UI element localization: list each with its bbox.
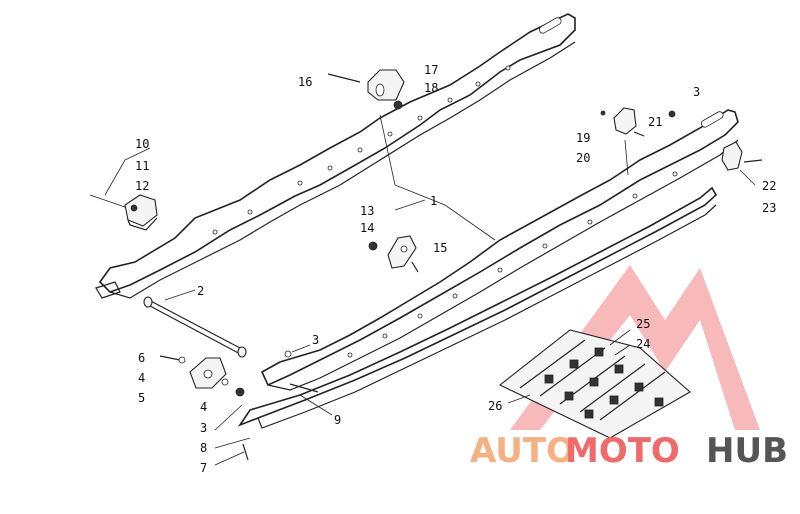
left-slide-rail: [98, 13, 576, 299]
watermark-text: AUTO MOTO HUB: [470, 431, 788, 471]
callout-3-lower: 3: [312, 333, 319, 347]
bracket-23: [721, 141, 763, 171]
callout-3-right: 3: [693, 85, 700, 99]
callout-14: 14: [360, 221, 374, 235]
callout-10: 10: [135, 137, 149, 151]
callout-21: 21: [648, 115, 662, 129]
callout-5: 5: [138, 391, 145, 405]
callout-16: 16: [298, 75, 312, 89]
callout-4-lower: 4: [200, 400, 207, 414]
callout-2: 2: [197, 284, 204, 298]
callout-4-upper: 4: [138, 371, 145, 385]
rail-front-tip: [95, 281, 121, 299]
bogie-hardware: [159, 350, 319, 461]
callout-26: 26: [488, 399, 502, 413]
callout-6: 6: [138, 351, 145, 365]
callout-20: 20: [576, 151, 590, 165]
callout-18: 18: [424, 81, 438, 95]
right-slide-rail: [260, 109, 739, 391]
bracket-13: [368, 235, 419, 273]
track-clips: [498, 329, 691, 439]
callout-23: 23: [762, 201, 776, 215]
callout-22: 22: [762, 179, 776, 193]
callout-7: 7: [200, 461, 207, 475]
watermark-logo: [510, 265, 760, 430]
leader-lines: [104, 114, 756, 466]
callout-12: 12: [135, 179, 149, 193]
callout-15: 15: [433, 241, 447, 255]
block-20: [600, 107, 676, 137]
callout-3-left: 3: [200, 421, 207, 435]
callout-8: 8: [200, 441, 207, 455]
callout-19: 19: [576, 131, 590, 145]
block-17: [327, 69, 405, 110]
callout-11: 11: [135, 159, 149, 173]
callout-13: 13: [360, 204, 374, 218]
bumper-block-12: [89, 194, 158, 231]
cross-shaft: [143, 296, 247, 358]
watermark-hub: HUB: [706, 431, 788, 471]
callout-24: 24: [636, 337, 650, 351]
wear-strip: [237, 186, 718, 429]
watermark-auto: AUTO: [470, 431, 575, 471]
callout-17: 17: [424, 63, 438, 77]
callout-25: 25: [636, 317, 650, 331]
callout-1: 1: [430, 194, 437, 208]
watermark-moto: MOTO: [565, 431, 680, 471]
callout-9: 9: [334, 413, 341, 427]
callout-labels: 1 2 3 3 3 4 4 5 6 7 8 9 10 11 12 13 14 1…: [135, 63, 776, 475]
